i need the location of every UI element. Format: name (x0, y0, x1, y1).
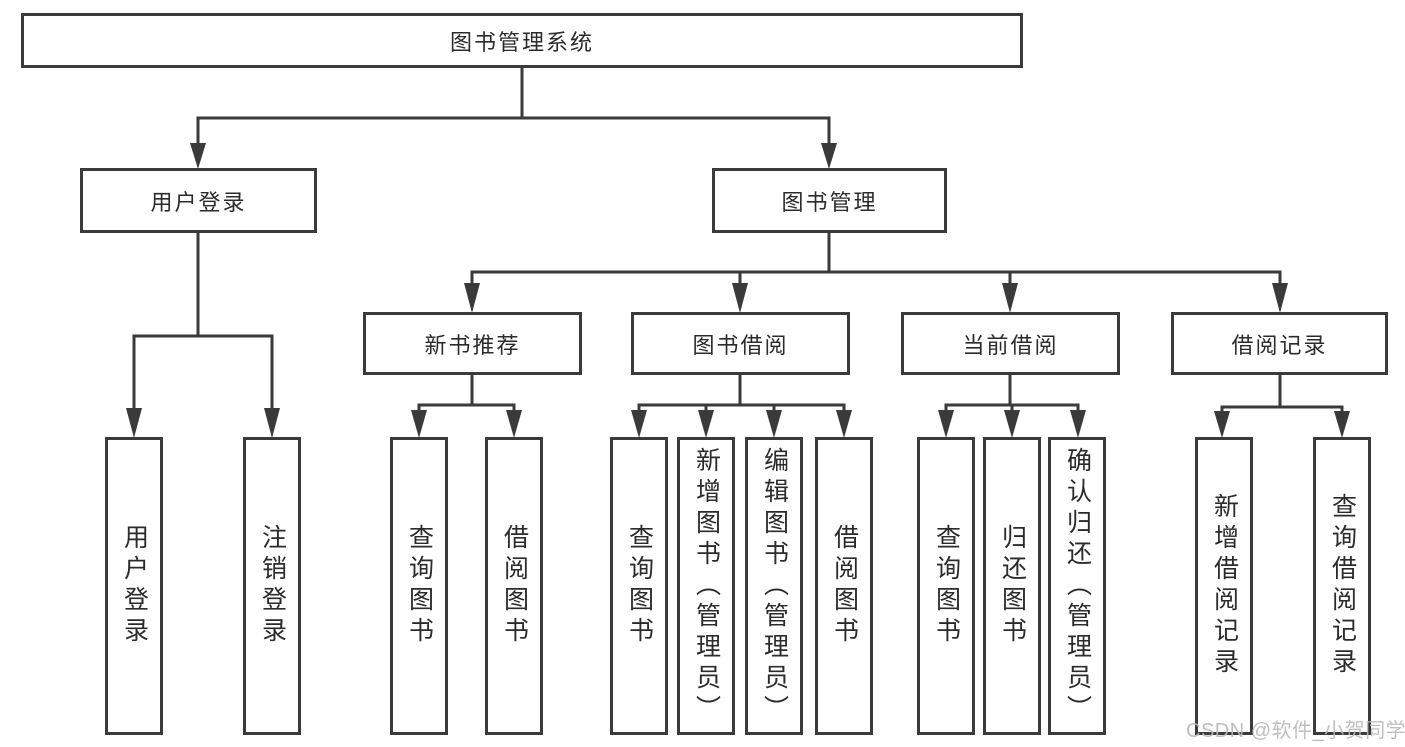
node-library-system-label: 图书管理系统 (449, 29, 594, 55)
node-book-borrowing: 图书借阅 (631, 312, 850, 375)
leaf-query-borrow-record: 查询借阅记录 (1313, 437, 1371, 735)
node-user-login: 用户登录 (80, 168, 317, 233)
node-new-book-recommendation-label: 新书推荐 (424, 332, 521, 358)
leaf-user-login: 用户登录 (105, 437, 163, 735)
leaf-borrow-books-borrowing-label: 借阅图书 (830, 524, 859, 648)
csdn-watermark: CSDN @软件_小贺同学 (1186, 720, 1405, 742)
node-current-borrowing-label: 当前借阅 (962, 332, 1059, 358)
node-current-borrowing: 当前借阅 (901, 312, 1120, 375)
leaf-edit-books-admin-label: 编辑图书（管理员） (760, 446, 789, 726)
leaf-edit-books-admin: 编辑图书（管理员） (745, 437, 803, 735)
node-book-management-label: 图书管理 (781, 189, 878, 215)
leaf-logout-label: 注销登录 (258, 524, 287, 648)
leaf-query-books-current: 查询图书 (917, 437, 975, 735)
node-book-borrowing-label: 图书借阅 (692, 332, 789, 358)
node-library-system: 图书管理系统 (21, 13, 1023, 68)
leaf-add-borrow-record-label: 新增借阅记录 (1210, 493, 1239, 679)
leaf-query-books-current-label: 查询图书 (932, 524, 961, 648)
leaf-user-login-label: 用户登录 (120, 524, 149, 648)
leaf-add-books-admin-label: 新增图书（管理员） (692, 446, 721, 726)
leaf-query-borrow-record-label: 查询借阅记录 (1328, 493, 1357, 679)
leaf-add-books-admin: 新增图书（管理员） (677, 437, 735, 735)
leaf-borrow-books-borrowing: 借阅图书 (815, 437, 873, 735)
leaf-add-borrow-record: 新增借阅记录 (1195, 437, 1253, 735)
leaf-query-books-borrowing-label: 查询图书 (625, 524, 654, 648)
leaf-borrow-books-recommend-label: 借阅图书 (500, 524, 529, 648)
leaf-return-books: 归还图书 (983, 437, 1041, 735)
node-book-management: 图书管理 (712, 168, 947, 233)
leaf-return-books-label: 归还图书 (998, 524, 1027, 648)
leaf-query-books-recommend: 查询图书 (390, 437, 448, 735)
leaf-borrow-books-recommend: 借阅图书 (485, 437, 543, 735)
node-new-book-recommendation: 新书推荐 (363, 312, 582, 375)
node-user-login-label: 用户登录 (150, 189, 247, 215)
node-borrowing-records: 借阅记录 (1171, 312, 1388, 375)
leaf-query-books-recommend-label: 查询图书 (405, 524, 434, 648)
leaf-confirm-return-admin: 确认归还（管理员） (1048, 437, 1106, 735)
leaf-query-books-borrowing: 查询图书 (610, 437, 668, 735)
leaf-confirm-return-admin-label: 确认归还（管理员） (1063, 446, 1092, 726)
node-borrowing-records-label: 借阅记录 (1231, 332, 1328, 358)
leaf-logout: 注销登录 (243, 437, 301, 735)
